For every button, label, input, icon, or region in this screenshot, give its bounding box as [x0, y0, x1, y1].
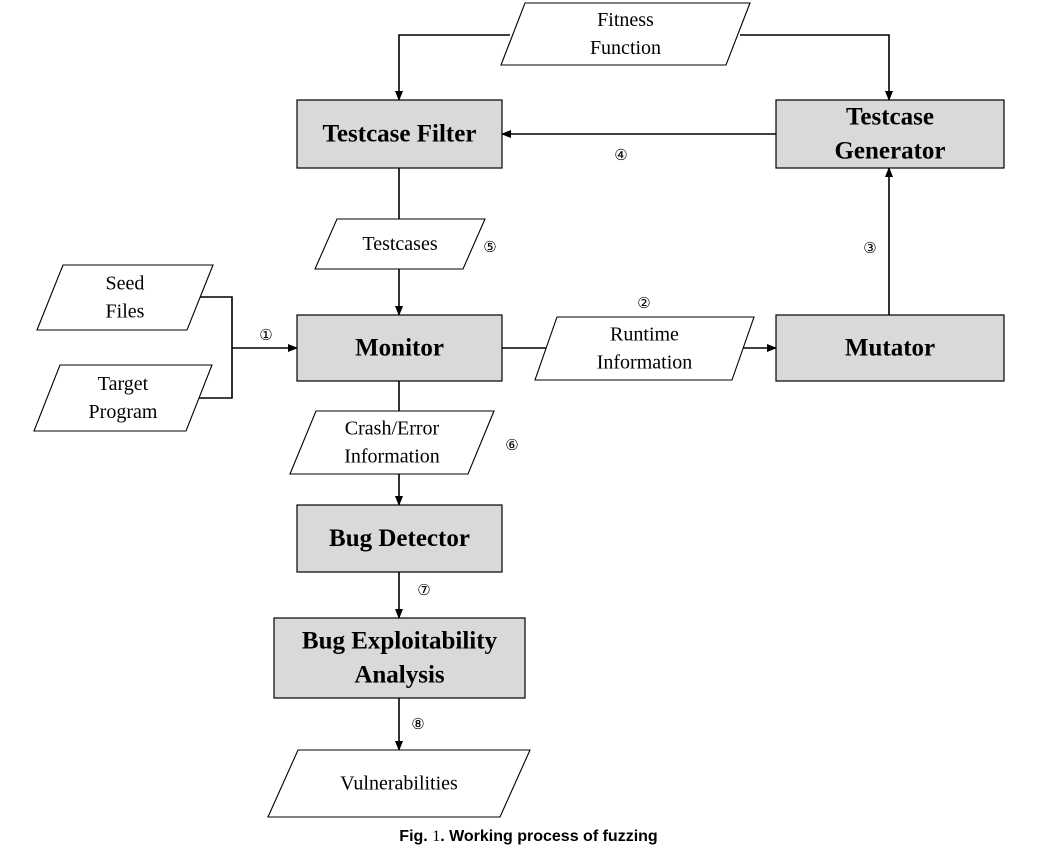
- step-marker-5: ⑤: [483, 240, 496, 256]
- bug-exploitability-box-label: Analysis: [354, 662, 445, 689]
- fitness-function-data-label: Function: [590, 37, 661, 59]
- vulnerabilities-data: Vulnerabilities: [267, 749, 531, 818]
- bug-exploitability-box-shape: [273, 617, 526, 699]
- caption-prefix: Fig.: [399, 828, 428, 845]
- mutator-box-label: Mutator: [845, 335, 935, 362]
- step-marker-3: ③: [863, 241, 876, 257]
- vulnerabilities-data-label: Vulnerabilities: [340, 773, 458, 795]
- step-marker-4: ④: [614, 148, 627, 164]
- step-markers: ① ② ③ ④ ⑤ ⑥ ⑦ ⑧: [259, 148, 876, 733]
- runtime-information-data-shape: [534, 316, 755, 381]
- testcases-data-label: Testcases: [362, 233, 437, 255]
- step-marker-8: ⑧: [411, 717, 424, 733]
- fitness-function-data-shape: [500, 2, 751, 66]
- testcase-generator-box-shape: [775, 99, 1005, 169]
- step-marker-1: ①: [259, 328, 272, 344]
- mutator-box: Mutator: [775, 314, 1005, 382]
- runtime-information-data-label: Information: [597, 352, 693, 374]
- target-to-join-connector: [199, 348, 233, 399]
- step-marker-2: ②: [637, 296, 650, 312]
- step-marker-6: ⑥: [505, 438, 518, 454]
- figure-caption: Fig. 1. Working process of fuzzing: [0, 828, 1057, 846]
- target-program-data-label: Program: [89, 401, 158, 423]
- vulnerabilities-data-shape: [267, 749, 531, 818]
- monitor-box-label: Monitor: [355, 335, 444, 362]
- testcase-generator-box-label: Testcase: [846, 104, 934, 131]
- target-program-data-shape: [33, 364, 213, 432]
- target-program-data-label: Target: [98, 373, 149, 395]
- bug-detector-box-label: Bug Detector: [329, 525, 470, 552]
- fitness-to-filter-connector: [395, 34, 510, 101]
- testcases-data: Testcases: [314, 218, 486, 270]
- crash-error-information-data-shape: [289, 410, 495, 475]
- testcase-filter-box-shape: [296, 99, 503, 169]
- monitor-box-shape: [296, 314, 503, 382]
- crash-error-information-data-label: Crash/Error: [345, 418, 440, 440]
- seed-files-data-label: Seed: [106, 273, 145, 295]
- connectors: [199, 34, 893, 751]
- runtime-information-data-label: Runtime: [610, 324, 679, 346]
- fitness-function-data-label: Fitness: [597, 9, 654, 31]
- testcase-generator-box-label: Generator: [834, 138, 945, 165]
- mutator-box-shape: [775, 314, 1005, 382]
- caption-number: 1: [432, 828, 441, 845]
- monitor-box: Monitor: [296, 314, 503, 382]
- seed-files-data-label: Files: [106, 301, 145, 323]
- caption-text: . Working process of fuzzing: [440, 828, 658, 845]
- crash-error-information-data-label: Information: [344, 446, 440, 468]
- fitness-to-generator-connector: [740, 34, 893, 101]
- testcase-filter-box-label: Testcase Filter: [323, 121, 477, 148]
- bug-detector-box-shape: [296, 504, 503, 573]
- bug-exploitability-box-label: Bug Exploitability: [302, 628, 498, 655]
- seed-to-join-connector: [200, 296, 233, 348]
- testcases-data-shape: [314, 218, 486, 270]
- step-marker-7: ⑦: [417, 583, 430, 599]
- testcase-filter-box: Testcase Filter: [296, 99, 503, 169]
- seed-files-data-shape: [36, 264, 214, 331]
- bug-detector-box: Bug Detector: [296, 504, 503, 573]
